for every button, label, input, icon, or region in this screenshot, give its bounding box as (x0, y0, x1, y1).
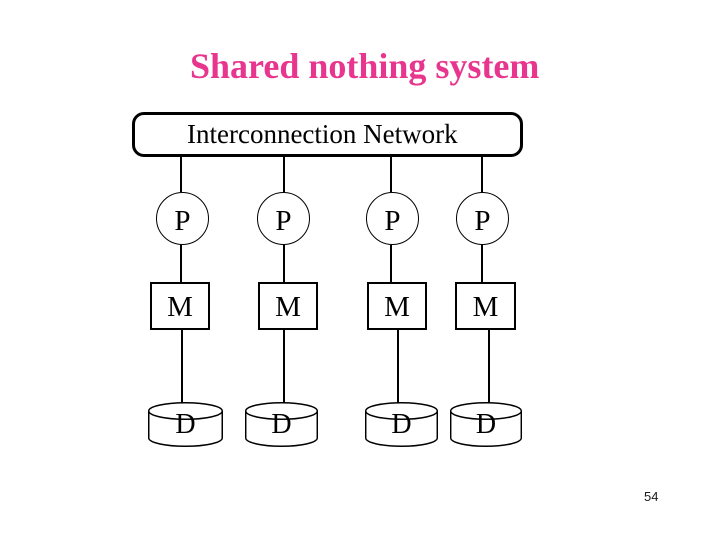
connector-memory-to-disk (283, 330, 285, 403)
connector-processor-to-memory (283, 245, 285, 282)
processor-node: P (456, 192, 509, 245)
disk-label: D (175, 409, 196, 440)
disk-node: D (245, 402, 318, 447)
memory-node: M (258, 282, 318, 330)
disk-node: D (450, 402, 522, 447)
connector-processor-to-memory (481, 245, 483, 282)
connector-memory-to-disk (397, 330, 399, 403)
disk-cylinder-icon (148, 402, 223, 447)
disk-cylinder-icon (365, 402, 438, 447)
disk-label: D (271, 409, 292, 440)
memory-node: M (367, 282, 427, 330)
memory-label: M (384, 291, 410, 323)
disk-cylinder-icon (245, 402, 318, 447)
processor-label: P (275, 204, 292, 237)
connector-memory-to-disk (488, 330, 490, 403)
disk-node: D (148, 402, 223, 447)
connector-network-to-processor (390, 157, 392, 192)
memory-label: M (275, 291, 301, 323)
disk-node: D (365, 402, 438, 447)
interconnection-network-box: Interconnection Network (132, 112, 523, 157)
processor-node: P (366, 192, 419, 245)
memory-node: M (455, 282, 516, 330)
processor-node: P (257, 192, 310, 245)
connector-network-to-processor (180, 157, 182, 192)
connector-network-to-processor (481, 157, 483, 192)
connector-network-to-processor (283, 157, 285, 192)
processor-label: P (174, 204, 191, 237)
page-number: 54 (644, 489, 659, 504)
connector-processor-to-memory (180, 245, 182, 282)
disk-label: D (391, 409, 412, 440)
processor-label: P (384, 204, 401, 237)
memory-node: M (150, 282, 210, 330)
connector-processor-to-memory (390, 245, 392, 282)
connector-memory-to-disk (181, 330, 183, 403)
slide-title: Shared nothing system (190, 46, 540, 86)
disk-label: D (475, 409, 497, 440)
disk-cylinder-icon (450, 402, 522, 447)
memory-label: M (167, 291, 193, 323)
processor-label: P (474, 204, 491, 237)
processor-node: P (156, 192, 209, 245)
interconnection-network-label: Interconnection Network (187, 119, 458, 149)
memory-label: M (472, 291, 499, 323)
